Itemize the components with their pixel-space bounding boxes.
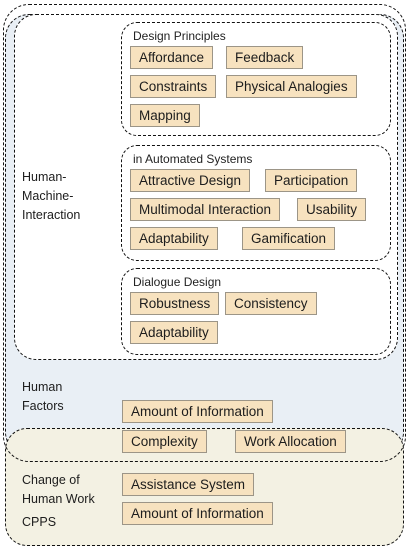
chip-physical-analogies: Physical Analogies [226,75,357,98]
chip-robustness: Robustness [130,292,220,315]
chip-feedback: Feedback [226,46,304,69]
hmi-label: Human- Machine- Interaction [22,168,80,225]
human-factors-label-line1: Human [22,380,63,394]
chip-usability: Usability [297,198,367,221]
group-title: Dialogue Design [133,275,222,289]
chip-attractive-design: Attractive Design [130,169,251,192]
chip-complexity: Complexity [122,430,207,453]
hmi-label-line2: Machine- [22,189,74,203]
design-principles-group: Design Principles Affordance Feedback Co… [121,22,391,136]
chip-multimodal-interaction: Multimodal Interaction [130,198,281,221]
chip-consistency: Consistency [225,292,317,315]
chip-constraints: Constraints [130,75,217,98]
chip-amount-of-information-hf: Amount of Information [122,400,273,423]
chip-adaptability-dialogue: Adaptability [130,321,218,344]
change-human-work-label-line1: Change of [22,473,80,487]
human-factors-label-line2: Factors [22,399,64,413]
cpps-label: CPPS [22,515,57,529]
dialogue-design-group: Dialogue Design Robustness Consistency A… [121,268,391,355]
group-title: in Automated Systems [133,152,253,166]
hmi-label-line3: Interaction [22,208,81,222]
outer-region [3,4,406,462]
automated-systems-group: in Automated Systems Attractive Design P… [121,145,391,261]
chip-gamification: Gamification [242,227,336,250]
change-human-work-label: Change of Human Work [22,471,95,509]
chip-assistance-system: Assistance System [122,473,255,496]
chip-mapping: Mapping [130,104,200,127]
chip-participation: Participation [265,169,358,192]
chip-affordance: Affordance [130,46,214,69]
hmi-label-line1: Human- [22,170,67,184]
chip-amount-of-information-cpps: Amount of Information [122,502,273,525]
chip-adaptability: Adaptability [130,227,218,250]
human-factors-label: Human Factors [22,378,64,416]
chip-work-allocation: Work Allocation [235,430,346,453]
group-title: Design Principles [133,29,226,43]
change-human-work-label-line2: Human Work [22,492,95,506]
